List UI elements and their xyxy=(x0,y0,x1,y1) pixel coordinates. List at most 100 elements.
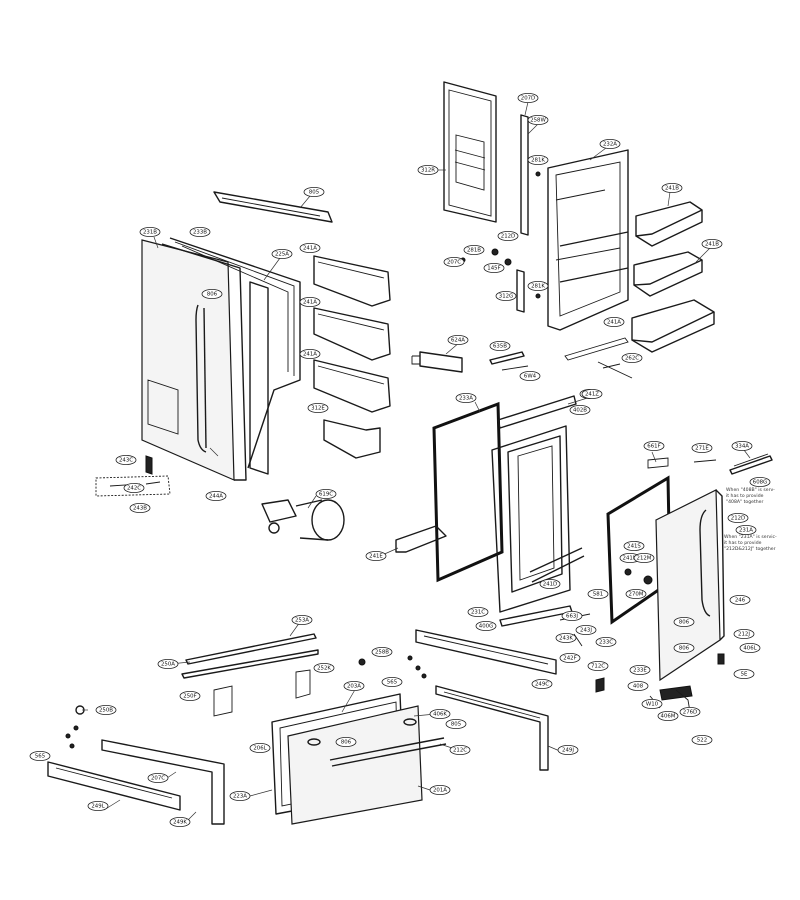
callout-label: 250A xyxy=(161,661,175,667)
callout-label: 253A xyxy=(295,617,309,623)
callout-label: 241A xyxy=(303,245,317,251)
callout-233e: 233E xyxy=(629,665,651,676)
callout-241a: 241A xyxy=(299,296,321,307)
callout-6w4: 6W4 xyxy=(519,370,541,381)
callout-243b: 243B xyxy=(129,502,151,513)
drawer-slide-right xyxy=(435,685,549,771)
callout-label: 212C xyxy=(453,747,467,753)
callout-label: 806 xyxy=(679,619,690,625)
callout-label: 262C xyxy=(625,355,639,361)
callout-label: 663J xyxy=(566,613,578,619)
drawer-gasket-strips xyxy=(181,633,319,717)
callout-635b: 635B xyxy=(489,340,511,351)
door-bins-left xyxy=(313,255,391,459)
callout-249j: 249J xyxy=(557,745,579,756)
callout-249c: 249C xyxy=(531,679,553,690)
callout-207d: 207D xyxy=(517,93,539,104)
callout-label: 241A xyxy=(607,319,621,325)
callout-label: 241Z xyxy=(585,391,599,397)
callout-281k: 281K xyxy=(527,154,549,165)
callout-241z: 241Z xyxy=(581,388,603,399)
callout-565: 565 xyxy=(29,751,51,762)
callout-231b: 231B xyxy=(139,226,161,237)
callout-312r: 312R xyxy=(417,164,439,175)
callout-label: 241M xyxy=(623,555,638,561)
callout-label: 250F xyxy=(183,693,196,699)
callout-label: 406M xyxy=(661,713,676,719)
callout-281k: 281K xyxy=(527,280,549,291)
callout-231c: 231C xyxy=(467,607,489,618)
callout-212c: 212C xyxy=(449,745,471,756)
callout-label: 231C xyxy=(471,609,485,615)
door-basket-top xyxy=(635,201,703,247)
door-tray-left-small xyxy=(395,525,447,553)
callout-276d: 276D xyxy=(679,707,701,718)
callout-label: 233B xyxy=(193,229,207,235)
callout-label: 223A xyxy=(233,793,247,799)
callout-label: 281K xyxy=(531,283,545,289)
callout-label: 281K xyxy=(531,157,545,163)
callout-label: 231A xyxy=(739,527,753,533)
callout-label: 243J xyxy=(580,627,592,633)
part-callouts: 207D258W232A312R281K241B241B212D281B207C… xyxy=(29,93,771,828)
service-note-1: When "408B" is serv- it has to provide "… xyxy=(726,487,775,505)
callout-label: 212J xyxy=(738,631,750,637)
callout-624a: 624A xyxy=(447,334,469,345)
callout-label: 400G xyxy=(479,623,493,629)
callout-label: 806 xyxy=(341,739,352,745)
callout-label: W10 xyxy=(646,701,659,707)
callout-label: 241D xyxy=(543,581,557,587)
callout-label: 207D xyxy=(521,95,535,101)
water-valve-assembly xyxy=(261,499,345,541)
freezer-door-liner-panel xyxy=(547,149,629,331)
callout-label: 242C xyxy=(127,485,141,491)
callout-806: 806 xyxy=(201,288,223,299)
water-filter-cartridge xyxy=(411,351,529,373)
callout-label: 242F xyxy=(563,655,576,661)
callout-label: 243K xyxy=(559,635,573,641)
callout-label: 406K xyxy=(433,711,447,717)
callout-label: 5E xyxy=(741,671,748,677)
callout-402b: 402B xyxy=(569,404,591,415)
callout-243k: 243K xyxy=(555,633,577,644)
callout-label: 312G xyxy=(499,293,513,299)
callout-522: 522 xyxy=(691,735,713,746)
callout-406m: 406M xyxy=(657,711,679,722)
callout-label: 281B xyxy=(467,247,481,253)
callout-253a: 253A xyxy=(291,615,313,626)
drawer-slide-left xyxy=(47,705,225,825)
callout-label: 805 xyxy=(309,189,319,195)
callout-label: 206L xyxy=(253,745,266,751)
callout-241d: 241D xyxy=(539,579,561,590)
callout-242f: 242F xyxy=(559,653,581,664)
service-note-2: When "231A" is servic- it has to provide… xyxy=(724,534,777,552)
callout-806: 806 xyxy=(673,617,695,628)
callout-242c: 242C xyxy=(123,482,145,493)
callout-145f: 145F xyxy=(483,262,505,273)
callout-712c: 712C xyxy=(587,661,609,672)
callout-805: 805 xyxy=(303,186,325,197)
callout-label: 249K xyxy=(173,819,187,825)
callout-label: 233A xyxy=(459,395,473,401)
callout-label: 408 xyxy=(633,683,644,689)
callout-label: 244A xyxy=(209,493,223,499)
callout-212m: 212M xyxy=(633,553,655,564)
callout-label: 207C xyxy=(151,775,165,781)
callout-label: 334A xyxy=(735,443,749,449)
callout-label: 406L xyxy=(743,645,756,651)
callout-207c: 207C xyxy=(147,773,169,784)
callout-label: 271E xyxy=(695,445,709,451)
callout-262c: 262C xyxy=(621,352,643,363)
callout-label: 624A xyxy=(451,337,465,343)
callout-label: 635B xyxy=(493,343,507,349)
callout-232a: 232A xyxy=(599,138,621,149)
callout-233a: 233A xyxy=(455,392,477,403)
callout-408: 408 xyxy=(627,681,649,692)
callout-565: 565 xyxy=(381,677,403,688)
callout-label: 241S xyxy=(627,543,641,549)
callout-5e: 5E xyxy=(733,669,755,680)
callout-label: 249L xyxy=(91,803,104,809)
callout-label: 270M xyxy=(629,591,644,597)
callout-label: 312R xyxy=(421,167,435,173)
callout-label: 212D xyxy=(501,233,515,239)
